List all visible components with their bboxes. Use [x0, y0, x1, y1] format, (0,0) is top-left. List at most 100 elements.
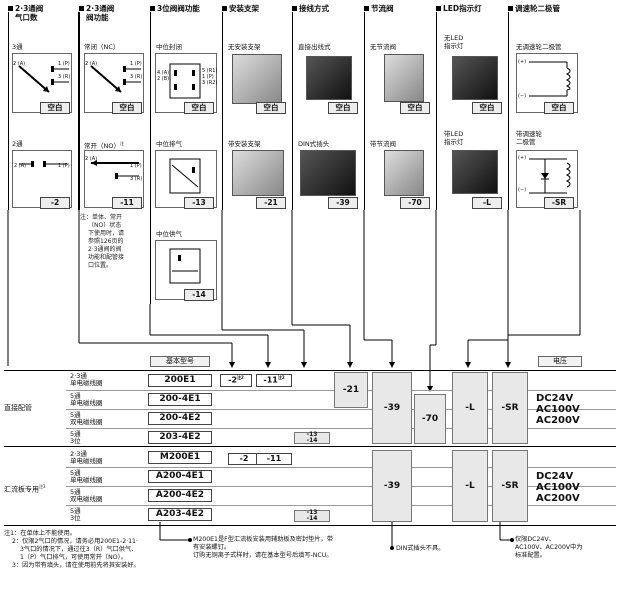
col1-top-label: 3通 — [12, 43, 23, 51]
opt-14: -14 — [306, 437, 318, 444]
row-l2: 单电磁线圈 — [70, 379, 103, 387]
header-valve-function-line1: 2·3通阀 — [86, 4, 115, 13]
model-M200E1: M200E1 — [148, 451, 212, 464]
col6-top-code: 空白 — [400, 102, 430, 114]
valve-symbol-icon — [169, 63, 201, 99]
opt-L: -L — [452, 372, 488, 444]
note-line: 注：单体、常开 — [80, 214, 123, 221]
row-line — [66, 486, 616, 487]
valve-symbol-icon — [169, 248, 201, 284]
row-label: 5通单电磁线圈 — [70, 393, 103, 407]
port-label: 1 (P) — [130, 163, 142, 169]
note-line: 口位置。 — [88, 262, 113, 269]
row-l2: 单电磁线圈 — [70, 457, 103, 465]
model-200-4E1: 200-4E1 — [148, 393, 212, 406]
basic-model-label: 基本型号 — [150, 356, 210, 367]
opt-39: -39 — [372, 372, 412, 444]
port-label: 3 (R) — [130, 176, 143, 182]
opt-11-sup: 注2 — [277, 375, 285, 380]
header-throttle: 节流阀 — [364, 4, 394, 13]
col2-bottom-code: -11 — [112, 197, 142, 209]
note-line: （NO）状态 — [88, 222, 122, 229]
row-l1: 2·3通 — [70, 450, 87, 458]
row-l1: 5通 — [70, 411, 81, 419]
row-l2: 3位 — [70, 437, 81, 445]
row-l1: 5通 — [70, 507, 81, 515]
row-line — [66, 428, 616, 429]
header-bracket: 安装支架 — [222, 4, 259, 13]
row-line — [66, 467, 616, 468]
port-label: 3 (R) — [130, 74, 143, 80]
opt-11-manifold: -11 — [256, 453, 292, 465]
row-label: 2·3通单电磁线圈 — [70, 451, 103, 465]
valve-symbol-icon — [91, 160, 139, 179]
col6-bottom-code: -70 — [400, 197, 430, 209]
plus-label: (+) — [518, 59, 527, 65]
header-bracket-text: 安装支架 — [229, 4, 259, 13]
footnote-2b: 3气口的情况下，通过往3（R）气口供气、 — [20, 546, 138, 553]
col2-top-label: 常闭（NC） — [84, 43, 120, 51]
row-line — [66, 505, 616, 506]
row-l1: 2·3通 — [70, 372, 87, 380]
port-label: 2 (A) — [13, 61, 26, 67]
group-direct: 直接配管 — [4, 404, 32, 412]
opt-SR: -SR — [492, 372, 528, 444]
col2-bottom-label-wrap: 常开（NO）注 — [84, 140, 124, 150]
footnote-3: 3：因为带有填头，请在使用前先将其安装好。 — [12, 562, 140, 569]
col3-b-label: 中位排气 — [156, 140, 182, 148]
footnote-v2: AC100V、AC200V中为 — [515, 544, 583, 551]
col1-top-code: 空白 — [40, 102, 70, 114]
header-throttle-text: 节流阀 — [371, 4, 394, 13]
port-label: 4 (A) — [157, 70, 170, 76]
model-A200-4E2: A200-4E2 — [148, 489, 212, 502]
row-label: 2·3通单电磁线圈 — [70, 373, 103, 387]
header-led: LED指示灯 — [436, 4, 482, 13]
voltage-label: 电压 — [538, 356, 582, 367]
col-line-7 — [436, 12, 437, 210]
col3-a-ports: 4 (A)2 (B) — [157, 70, 169, 82]
col7-top-label1: 无LED — [444, 34, 464, 42]
col-line-1 — [8, 12, 9, 210]
port-label: 2 (A) — [85, 156, 98, 162]
table-bottom-line — [4, 525, 616, 526]
col6-bottom-label: 带节流阀 — [370, 140, 396, 148]
col-line-1r — [78, 12, 79, 210]
model-200E1: 200E1 — [148, 374, 212, 387]
col3-c-code: -14 — [184, 289, 214, 301]
footnotes-middle: M200E1是F型汇流板安装用辅助板及密封垫片，带 有安装螺钉。 订购无铜离子式… — [193, 536, 333, 560]
footnote-v3: 标准配置。 — [515, 552, 546, 559]
col7-top-label2: 指示灯 — [444, 42, 464, 50]
direct-wire-image — [306, 56, 352, 100]
col2-top-code: 空白 — [112, 102, 142, 114]
opt-2: -2注2 — [220, 374, 252, 387]
footnote-din: DIN式插头不具。 — [396, 545, 445, 552]
opt-13-14: -13-14 — [294, 432, 330, 444]
row-l2: 双电磁线圈 — [70, 418, 103, 426]
col3-a-ports-r: 5 (R1)1 (P)3 (R2) — [202, 68, 217, 86]
minus-label: (−) — [518, 93, 527, 99]
col5-bottom-label: DIN式插头 — [298, 140, 330, 148]
col8-bottom-label1: 带调速轮 — [516, 130, 542, 138]
footnote-v1: 仅限DC24V、 — [515, 536, 555, 543]
row-label: 5通双电磁线圈 — [70, 489, 103, 503]
col-line-6 — [364, 12, 365, 210]
col5-top-code: 空白 — [328, 102, 358, 114]
port-label: 3 (R) — [58, 74, 71, 80]
footnote-2a: 2：仅限2气口的情况，请务必用200E1-2·11· — [12, 538, 138, 545]
col2-bottom-sup: 注 — [119, 141, 124, 146]
row-l2: 双电磁线圈 — [70, 495, 103, 503]
port-label: 1 (P) — [130, 61, 142, 67]
header-valve-function-line2: 阀功能 — [86, 13, 109, 22]
model-200-4E2: 200-4E2 — [148, 412, 212, 425]
footnote-2c: 1（P）气口排气，可使用常开（NO）。 — [20, 554, 127, 561]
voltage-ac200: AC200V — [536, 493, 580, 504]
opt-11: -11注2 — [256, 374, 292, 387]
row-l1: 5通 — [70, 469, 81, 477]
col8-top-label: 无调速轮二极管 — [516, 43, 562, 51]
row-line — [66, 409, 616, 410]
header-wiring-text: 接线方式 — [299, 4, 329, 13]
